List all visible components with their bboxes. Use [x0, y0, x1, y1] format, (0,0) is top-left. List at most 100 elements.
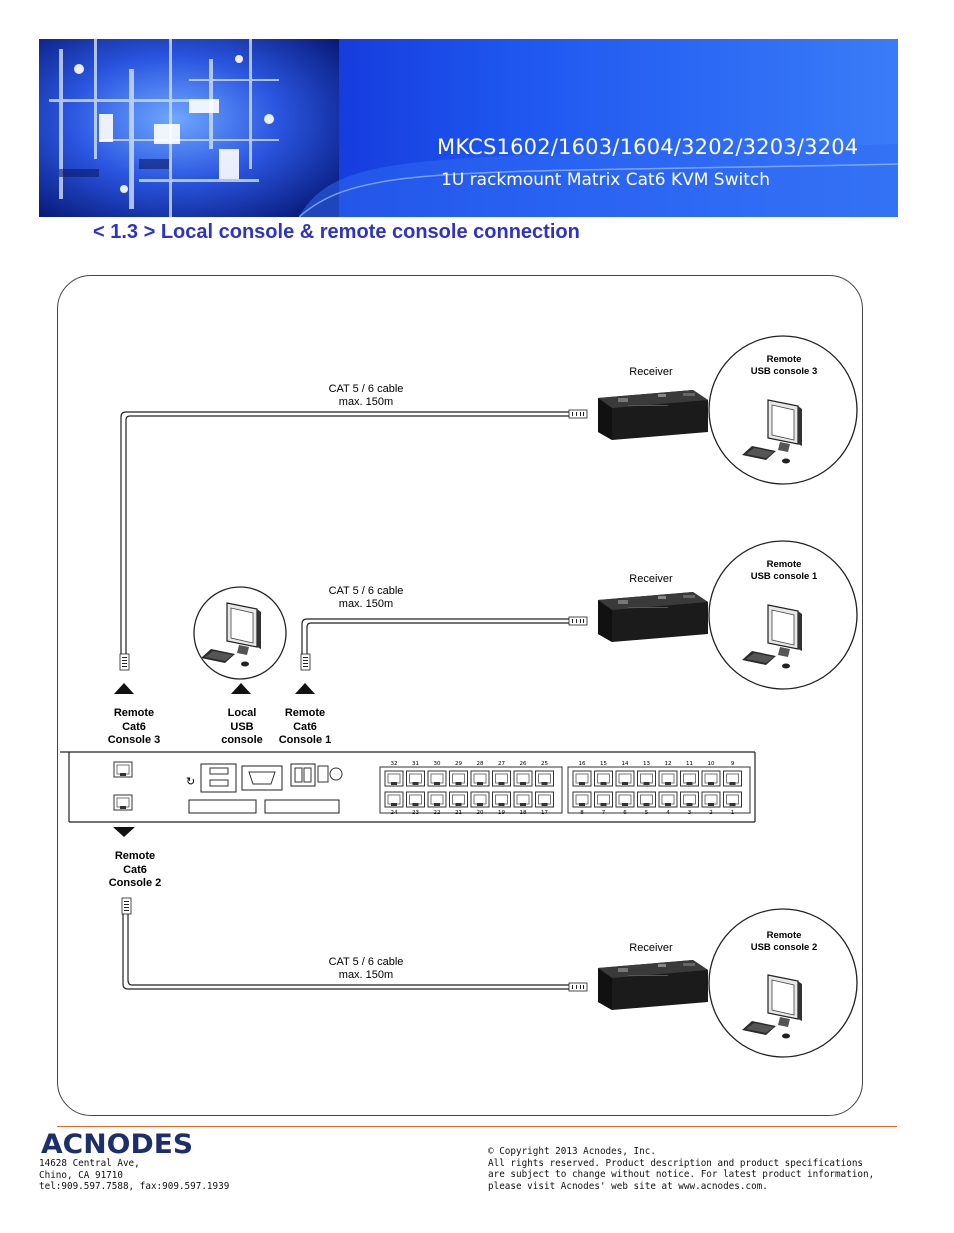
remote-console-line2: USB console 1: [750, 571, 818, 582]
rj45-port: [406, 791, 425, 808]
label-line: USB: [230, 720, 254, 733]
arrow-up-icon: [295, 683, 315, 694]
port-number: 30: [433, 761, 441, 767]
cable-label-2: CAT 5 / 6 cable max. 150m: [316, 585, 416, 611]
cat6-cable-3: [122, 912, 570, 990]
port-number: 7: [601, 810, 606, 816]
rj45-port: [723, 770, 742, 787]
port-number: 25: [541, 761, 548, 767]
port-number: 14: [621, 761, 629, 767]
model-title: MKCS1602/1603/1604/3202/3203/3204: [437, 135, 859, 159]
rj45-port: [427, 791, 447, 808]
receiver-unit-1: [598, 592, 708, 642]
port-number: 19: [498, 810, 505, 816]
label-line: console: [221, 734, 263, 746]
rj45-port: [535, 770, 554, 787]
rj45-port: [572, 770, 592, 787]
rj45-port: [594, 791, 613, 808]
rj45-port: [680, 770, 699, 787]
remote-cat6-console-3-label: Remote Cat6 Console 3: [94, 707, 174, 748]
arrow-down-icon: [113, 827, 135, 837]
port-number: 8: [580, 810, 584, 816]
port-number: 11: [686, 761, 693, 767]
receiver-unit-2: [598, 960, 708, 1010]
copyright-line: are subject to change without notice. Fo…: [488, 1169, 875, 1181]
label-line: Console 1: [278, 734, 332, 746]
port-number: 12: [664, 761, 672, 767]
product-subtitle: 1U rackmount Matrix Cat6 KVM Switch: [441, 170, 770, 190]
circuit-board-graphic: [39, 39, 339, 217]
port-number: 15: [600, 761, 607, 767]
cable-max-length: max. 150m: [338, 969, 394, 981]
rj45-port: [658, 791, 678, 808]
rj45-port: [492, 791, 511, 808]
remote-cat6-console-2-label: Remote Cat6 Console 2: [95, 850, 175, 891]
label-line: Remote: [113, 707, 155, 719]
rj45-port: [572, 791, 592, 808]
rj45-port: [384, 791, 404, 808]
cable-plug: [119, 653, 130, 671]
rj45-port: [701, 770, 721, 787]
arrow-up-icon: [114, 683, 134, 694]
copyright-line: All rights reserved. Product description…: [488, 1157, 864, 1169]
rj45-port: [594, 770, 613, 787]
port-number: 18: [519, 810, 527, 816]
rj45-port: [449, 770, 468, 787]
rj45-port: [615, 770, 635, 787]
cable-max-length: max. 150m: [338, 598, 394, 610]
address-line: Chino, CA 91710: [39, 1169, 123, 1181]
rj45-port: [492, 770, 511, 787]
label-line: Console 3: [107, 734, 161, 746]
remote-console-3-label: Remote USB console 3: [734, 354, 834, 378]
port-number: 26: [519, 761, 527, 767]
cable-type: CAT 5 / 6 cable: [328, 585, 404, 597]
company-address: 14628 Central Ave, Chino, CA 91710 tel:9…: [39, 1158, 229, 1193]
port-number: 4: [666, 810, 670, 816]
port-number: 5: [644, 810, 649, 816]
cable-type: CAT 5 / 6 cable: [328, 956, 404, 968]
port-number: 16: [578, 761, 586, 767]
port-number: 27: [498, 761, 505, 767]
label-line: Local: [227, 707, 257, 719]
label-line: Remote: [284, 707, 326, 719]
banner-wave-graphic: [299, 144, 898, 217]
remote-console-line1: Remote: [766, 930, 802, 941]
rj45-port: [535, 791, 554, 808]
port-number: 10: [707, 761, 715, 767]
remote-console-line1: Remote: [766, 559, 802, 570]
remote-console-2-label: Remote USB console 2: [734, 930, 834, 954]
address-line: 14628 Central Ave,: [39, 1158, 140, 1169]
local-usb-console-label: Local USB console: [202, 707, 282, 748]
cable-plug: [300, 653, 311, 671]
port-number: 2: [709, 810, 713, 816]
logo-text: ACNODES: [41, 1131, 193, 1157]
remote-console-line2: USB console 3: [750, 366, 818, 377]
remote-console-line2: USB console 2: [750, 942, 818, 953]
remote-console-1-label: Remote USB console 1: [734, 559, 834, 583]
rj45-port: [637, 770, 656, 787]
section-title: < 1.3 > Local console & remote console c…: [93, 221, 580, 243]
footer-divider: [57, 1126, 897, 1127]
rj45-port: [637, 791, 656, 808]
diagram-frame: [57, 275, 863, 1116]
rj45-port: [384, 770, 404, 787]
rj45-port: [513, 770, 533, 787]
port-number: 32: [390, 761, 398, 767]
cable-plug: [568, 982, 588, 992]
copyright-line: please visit Acnodes' web site at www.ac…: [488, 1180, 768, 1192]
rj45-port: [406, 770, 425, 787]
remote-cat6-console-1-label: Remote Cat6 Console 1: [265, 707, 345, 748]
label-line: Cat6: [122, 720, 146, 733]
rj45-port: [680, 791, 699, 808]
label-line: Cat6: [123, 863, 147, 876]
rj45-port: [513, 791, 533, 808]
port-number: 31: [412, 761, 419, 767]
port-number: 20: [476, 810, 484, 816]
arrow-up-icon: [231, 683, 251, 694]
copyright-notice: © Copyright 2013 Acnodes, Inc. All right…: [488, 1146, 874, 1192]
port-number: 6: [623, 810, 627, 816]
port-number: 22: [433, 810, 441, 816]
rj45-port: [449, 791, 468, 808]
rj45-port: [470, 791, 490, 808]
